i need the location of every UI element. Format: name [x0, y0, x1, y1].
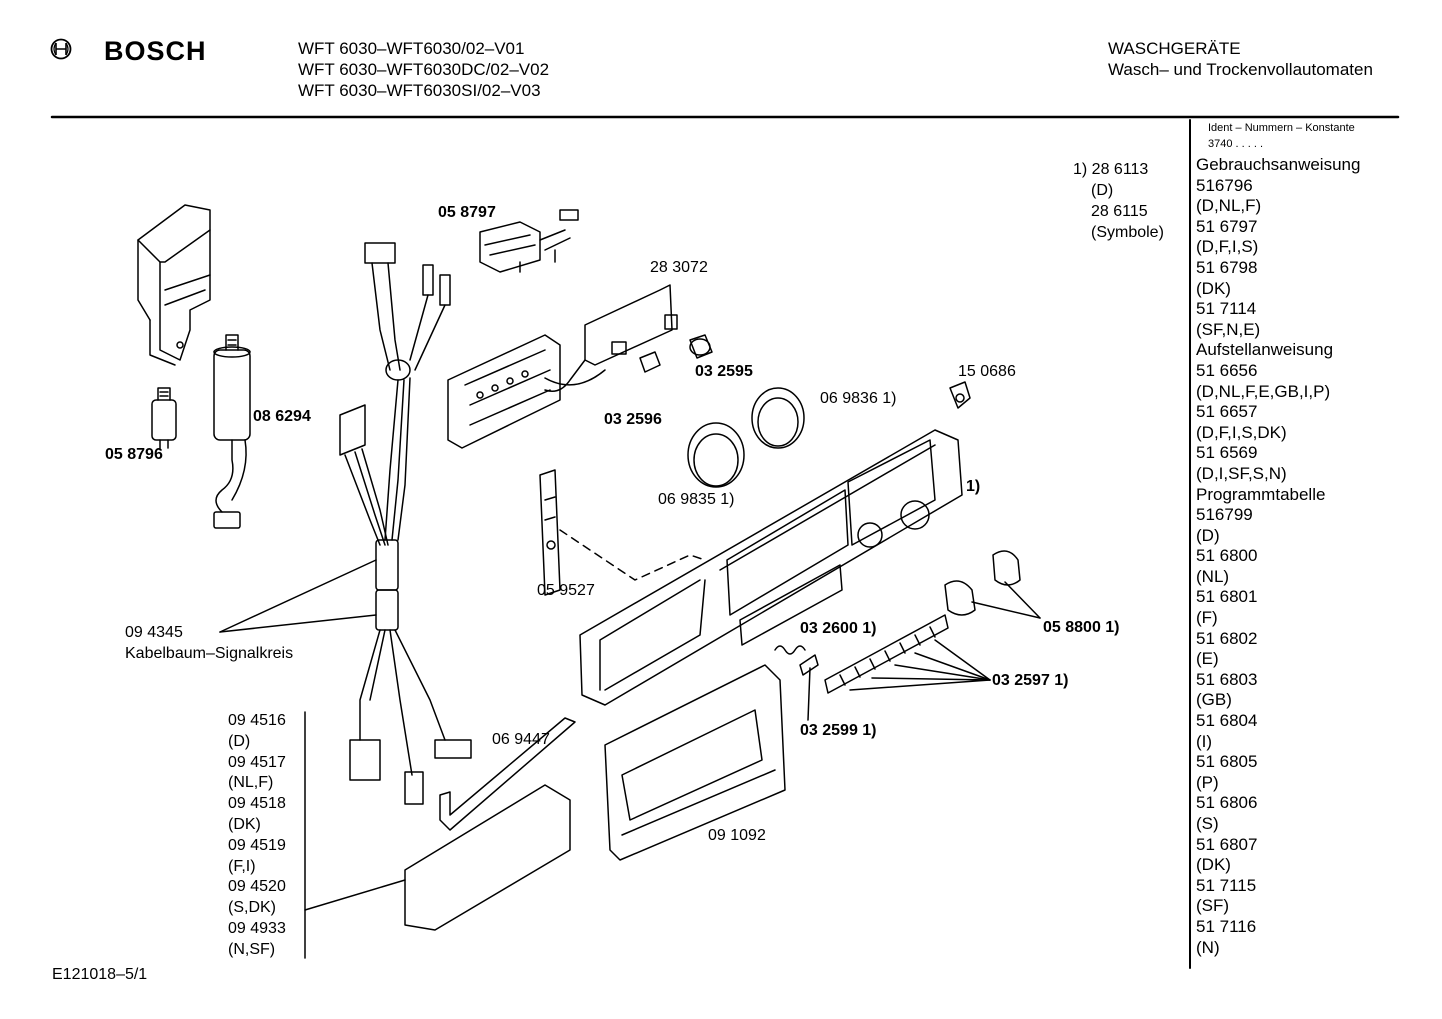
side-panel-item: (NL) — [1196, 566, 1230, 586]
drawing-code: E121018–5/1 — [52, 966, 148, 983]
part-label: 05 8800 1) — [1043, 619, 1120, 636]
part-label: 05 9527 — [537, 582, 595, 599]
note-line: (Symbole) — [1091, 224, 1164, 241]
cable-item: 09 4933 — [228, 919, 286, 937]
side-panel-item: 51 6798 — [1196, 257, 1258, 277]
side-panel-item: 51 6569 — [1196, 443, 1258, 463]
cable-item: (D) — [228, 732, 251, 750]
side-panel-item: (D,F,I,S,DK) — [1196, 422, 1287, 442]
side-panel-item: 516799 — [1196, 505, 1253, 525]
part-label: 15 0686 — [958, 363, 1016, 380]
cable-item: (S,DK) — [228, 899, 276, 917]
side-panel-item: 51 6800 — [1196, 546, 1258, 566]
note-line: 28 6115 — [1091, 203, 1148, 220]
part-label: 08 6294 — [253, 408, 311, 425]
side-panel-item: 51 6806 — [1196, 793, 1258, 813]
brand-name: BOSCH — [104, 36, 207, 66]
cable-item: 09 4518 — [228, 795, 286, 813]
side-panel-item: 51 6803 — [1196, 669, 1258, 689]
part-label: 09 4345 — [125, 624, 183, 641]
part-label: 06 9836 1) — [820, 390, 897, 407]
side-panel-item: 51 6801 — [1196, 587, 1258, 607]
part-label: 06 9447 — [492, 731, 550, 748]
side-panel-item: (P) — [1196, 772, 1219, 792]
side-panel-item: 51 6797 — [1196, 216, 1258, 236]
bosch-logo-icon — [50, 38, 72, 60]
side-panel-item: (SF,N,E) — [1196, 319, 1261, 339]
side-panel-item: 51 6807 — [1196, 834, 1258, 854]
part-label: 03 2596 — [604, 411, 662, 428]
cable-item: (F,I) — [228, 857, 256, 875]
cable-list: 09 4516 (D) 09 4517 (NL,F) 09 4518 (DK) … — [228, 711, 286, 961]
part-label: 28 3072 — [650, 259, 708, 276]
side-panel-item: 51 7116 — [1196, 916, 1257, 936]
side-panel-item: (E) — [1196, 649, 1219, 669]
side-panel-item: (S) — [1196, 814, 1219, 833]
part-label: 03 2597 1) — [992, 672, 1069, 689]
side-panel-item: (DK) — [1196, 855, 1231, 875]
side-panel-item: (F) — [1196, 608, 1218, 628]
side-panel-item: 51 7114 — [1196, 299, 1257, 319]
side-panel-item: 51 6656 — [1196, 360, 1258, 380]
side-panel-item: (N) — [1196, 937, 1220, 957]
side-panel-constant: 3740 . . . . . — [1208, 138, 1264, 150]
side-panel-item: (D,NL,F) — [1196, 196, 1262, 216]
part-label: 05 8797 — [438, 204, 496, 221]
side-panel-title: Ident – Nummern – Konstante — [1208, 122, 1355, 134]
side-panel-item: 51 7115 — [1196, 875, 1257, 895]
side-panel-item: Programmtabelle — [1196, 484, 1326, 504]
side-panel-item: (D,F,I,S) — [1196, 237, 1259, 257]
cable-item: (NL,F) — [228, 774, 274, 792]
model-line: WFT 6030–WFT6030/02–V01 — [298, 39, 525, 58]
cable-item: 09 4517 — [228, 753, 286, 771]
category-block: WASCHGERÄTE Wasch– und Trockenvollautoma… — [1108, 38, 1373, 80]
part-label: Kabelbaum–Signalkreis — [125, 645, 294, 662]
side-panel-item: 51 6802 — [1196, 628, 1258, 648]
side-panel-item: Gebrauchsanweisung — [1196, 155, 1361, 174]
part-label: 03 2595 — [695, 363, 753, 380]
side-panel-item: (D,NL,F,E,GB,I,P) — [1196, 381, 1331, 401]
part-label: 1) — [966, 478, 981, 495]
note-block: 1) 28 6113 (D) 28 6115 (Symbole) — [1073, 159, 1164, 243]
side-panel-item: (GB) — [1196, 690, 1232, 710]
category-subtitle: Wasch– und Trockenvollautomaten — [1108, 60, 1373, 79]
side-panel-item: (DK) — [1196, 278, 1231, 298]
model-list: WFT 6030–WFT6030/02–V01 WFT 6030–WFT6030… — [298, 38, 549, 101]
cable-item: 09 4516 — [228, 712, 286, 729]
note-line: 1) 28 6113 — [1073, 161, 1149, 178]
side-panel-item: (D,I,SF,S,N) — [1196, 463, 1287, 483]
part-label: 05 8796 — [105, 446, 163, 463]
cable-item: (N,SF) — [228, 940, 276, 958]
side-panel-item: Aufstellanweisung — [1196, 340, 1334, 360]
model-line: WFT 6030–WFT6030DC/02–V02 — [298, 60, 550, 79]
side-panel-item: (D) — [1196, 525, 1220, 545]
part-label: 09 1092 — [708, 827, 766, 844]
side-panel-item: (I) — [1196, 731, 1213, 751]
cable-item: 09 4520 — [228, 878, 286, 896]
cable-item: 09 4519 — [228, 836, 286, 854]
note-line: (D) — [1091, 182, 1114, 199]
cable-item: (DK) — [228, 815, 261, 833]
part-label: 03 2599 1) — [800, 722, 877, 739]
side-panel-item: 51 6804 — [1196, 711, 1258, 731]
part-label: 03 2600 1) — [800, 620, 877, 637]
side-panel-item: 51 6657 — [1196, 402, 1258, 422]
side-panel-item: (SF) — [1196, 896, 1230, 916]
part-label: 06 9835 1) — [658, 491, 735, 508]
side-panel-item: 516796 — [1196, 175, 1253, 195]
side-panel-item: 51 6805 — [1196, 752, 1258, 772]
model-line: WFT 6030–WFT6030SI/02–V03 — [298, 81, 541, 100]
category-title: WASCHGERÄTE — [1108, 39, 1241, 58]
